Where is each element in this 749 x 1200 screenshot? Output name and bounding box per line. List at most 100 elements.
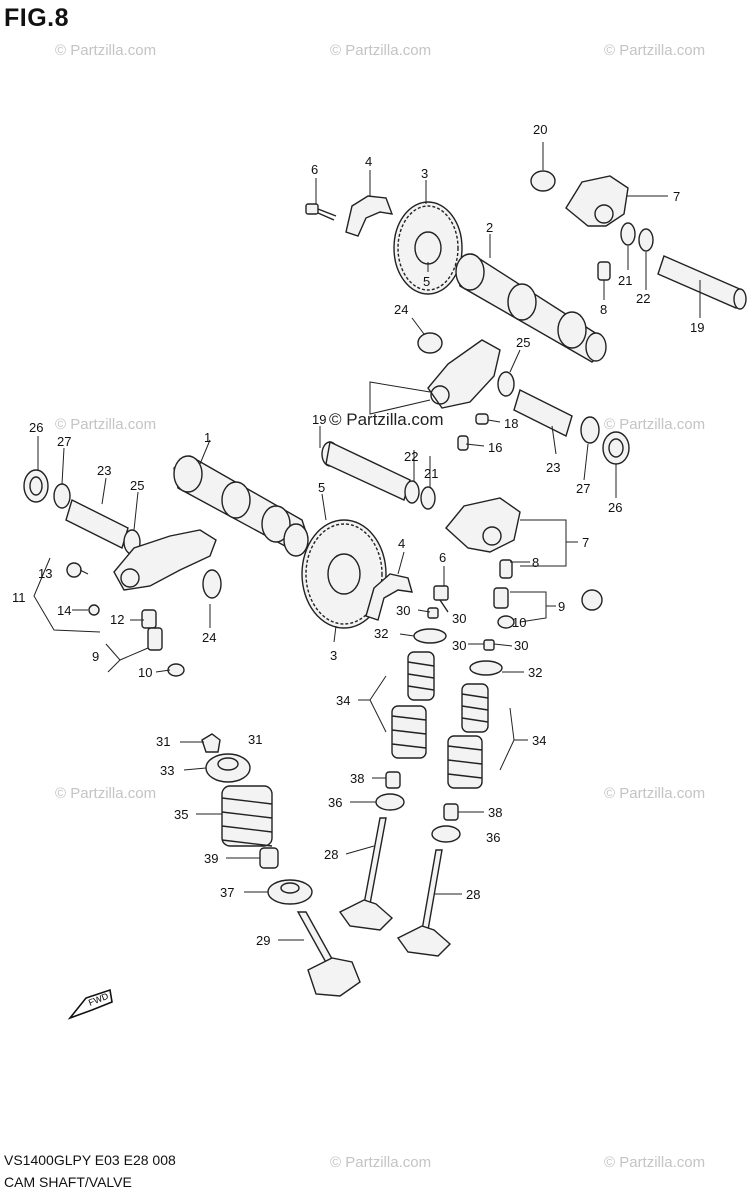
rocker-shaft-part (657, 255, 747, 310)
o-ring-part (620, 222, 636, 246)
callout-2: 2 (486, 220, 493, 235)
callout-26: 26 (29, 420, 43, 435)
callout-7: 7 (582, 535, 589, 550)
callout-9: 9 (558, 599, 565, 614)
callout-25: 25 (516, 335, 530, 350)
callout-7: 7 (673, 189, 680, 204)
rocker-shaft-part (513, 389, 573, 437)
callout-18: 18 (504, 416, 518, 431)
spring-seat-part (267, 879, 313, 905)
watermark: © Partzilla.com (55, 42, 157, 59)
callout-21: 21 (424, 466, 438, 481)
callout-29: 29 (256, 933, 270, 948)
callout-24: 24 (202, 630, 216, 645)
callout-19: 19 (690, 320, 704, 335)
callout-11: 11 (12, 590, 26, 605)
rocker-arm-part (113, 529, 217, 591)
callout-27: 27 (57, 434, 71, 449)
model-code: VS1400GLPY E03 E28 008 (4, 1152, 176, 1168)
pin-part (457, 435, 469, 451)
callout-5: 5 (423, 274, 430, 289)
callout-30: 30 (452, 638, 466, 653)
ball-joint-part (66, 562, 82, 578)
washer-part (530, 170, 556, 192)
callout-21: 21 (618, 273, 632, 288)
valve-spring-part (447, 683, 489, 789)
adjuster-part (493, 587, 509, 609)
callout-5: 5 (318, 480, 325, 495)
callout-19: 19 (312, 412, 326, 427)
callout-10: 10 (138, 665, 152, 680)
watermark: © Partzilla.com (604, 785, 706, 802)
watermark: © Partzilla.com (604, 416, 706, 433)
camshaft-part (455, 253, 607, 363)
center-watermark: © Partzilla.com (329, 410, 444, 429)
callout-4: 4 (365, 154, 372, 169)
callout-6: 6 (311, 162, 318, 177)
callout-23: 23 (546, 460, 560, 475)
watermark: © Partzilla.com (330, 42, 432, 59)
callout-26: 26 (608, 500, 622, 515)
watermark: © Partzilla.com (55, 785, 157, 802)
valve-stem-seal-part (259, 847, 279, 869)
callout-33: 33 (160, 763, 174, 778)
camshaft-plate-part (365, 573, 413, 621)
figure-title: FIG.8 (4, 4, 70, 32)
cotter-part (201, 733, 221, 753)
callout-31: 31 (248, 732, 262, 747)
callout-38: 38 (488, 805, 502, 820)
adjuster-part (499, 559, 513, 579)
valve-stem-seal-part (443, 803, 459, 821)
camshaft-plate-part (345, 195, 394, 237)
washer-part (53, 483, 71, 509)
valve-spring-part (391, 651, 435, 759)
washer-part (580, 416, 600, 444)
callout-1: 1 (204, 430, 211, 445)
o-ring-part (497, 371, 515, 397)
callout-36: 36 (328, 795, 342, 810)
o-ring-part (404, 480, 420, 504)
callout-36: 36 (486, 830, 500, 845)
camshaft-part (173, 455, 309, 557)
plug-cap-part (602, 431, 630, 465)
callout-34: 34 (336, 693, 350, 708)
exhaust-valve-part (338, 817, 394, 931)
bolt-part (433, 585, 449, 613)
callout-28: 28 (466, 887, 480, 902)
cam-sprocket-part (301, 519, 387, 629)
callout-16: 16 (488, 440, 502, 455)
rocker-shaft-part (65, 499, 129, 549)
callout-30: 30 (396, 603, 410, 618)
callout-37: 37 (220, 885, 234, 900)
spring-retainer-part (205, 753, 251, 783)
adjuster-part (147, 627, 163, 651)
watermark: © Partzilla.com (55, 416, 157, 433)
nut-part (88, 604, 100, 616)
callout-12: 12 (110, 612, 124, 627)
callout-22: 22 (404, 449, 418, 464)
callout-8: 8 (532, 555, 539, 570)
clip-part (417, 332, 443, 354)
callout-4: 4 (398, 536, 405, 551)
callout-32: 32 (374, 626, 388, 641)
callout-28: 28 (324, 847, 338, 862)
cotter-part (427, 607, 439, 619)
callout-32: 32 (528, 665, 542, 680)
callout-8: 8 (600, 302, 607, 317)
washer-part (581, 589, 603, 611)
callout-20: 20 (533, 122, 547, 137)
callout-39: 39 (204, 851, 218, 866)
callout-30: 30 (452, 611, 466, 626)
callout-23: 23 (97, 463, 111, 478)
callout-30: 30 (514, 638, 528, 653)
spring-seat-part (375, 793, 405, 811)
callout-10: 10 (512, 615, 526, 630)
intake-valve-part (296, 911, 361, 997)
callout-14: 14 (57, 603, 71, 618)
leader-lines (33, 142, 701, 941)
o-ring-part (420, 486, 436, 510)
section-name: CAM SHAFT/VALVE (4, 1174, 132, 1190)
cotter-part (483, 639, 495, 651)
callout-35: 35 (174, 807, 188, 822)
clip-part (202, 569, 222, 599)
